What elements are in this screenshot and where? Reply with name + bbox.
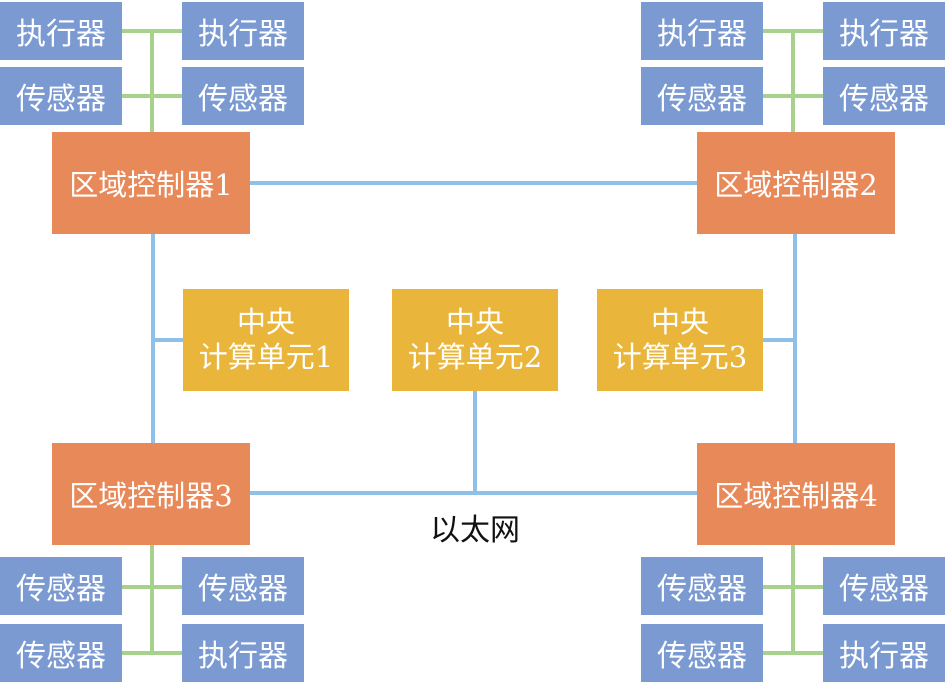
sensor-box: 传感器	[0, 557, 122, 615]
device-link	[763, 94, 823, 98]
ethernet-link-cpu3	[763, 338, 793, 342]
central-unit-1: 中央 计算单元1	[183, 289, 349, 391]
device-link	[763, 651, 823, 655]
actuator-box: 执行器	[823, 624, 945, 682]
ethernet-link-zone1-zone3	[151, 234, 155, 443]
central-unit-1-line2: 计算单元1	[198, 340, 334, 374]
sensor-box: 传感器	[0, 67, 122, 125]
device-link	[122, 651, 182, 655]
zone-controller-1: 区域控制器1	[52, 132, 250, 234]
central-unit-2: 中央 计算单元2	[392, 289, 558, 391]
zone-controller-2: 区域控制器2	[697, 132, 895, 234]
central-unit-3: 中央 计算单元3	[597, 289, 763, 391]
central-unit-3-line2: 计算单元3	[612, 340, 748, 374]
device-bus-bottom-right	[791, 545, 795, 655]
sensor-box: 传感器	[823, 557, 945, 615]
actuator-box: 执行器	[641, 2, 763, 60]
central-unit-1-line1: 中央	[236, 305, 295, 339]
device-link	[122, 29, 182, 33]
sensor-box: 传感器	[182, 67, 304, 125]
actuator-box: 执行器	[823, 2, 945, 60]
central-unit-2-line1: 中央	[445, 305, 504, 339]
sensor-box: 传感器	[0, 624, 122, 682]
zone-controller-4: 区域控制器4	[697, 443, 895, 545]
device-bus-top-left	[150, 30, 154, 132]
sensor-box: 传感器	[641, 557, 763, 615]
ethernet-link-zone2-zone4	[793, 234, 797, 443]
ethernet-link-zone1-zone2	[250, 181, 698, 185]
sensor-box: 传感器	[641, 624, 763, 682]
central-unit-3-line1: 中央	[650, 305, 709, 339]
device-link	[763, 29, 823, 33]
sensor-box: 传感器	[823, 67, 945, 125]
actuator-box: 执行器	[0, 2, 122, 60]
device-bus-bottom-left	[150, 545, 154, 655]
sensor-box: 传感器	[182, 557, 304, 615]
device-link	[122, 585, 182, 589]
ethernet-link-cpu1	[155, 338, 183, 342]
ethernet-link-cpu2	[473, 390, 477, 491]
actuator-box: 执行器	[182, 2, 304, 60]
sensor-box: 传感器	[641, 67, 763, 125]
ethernet-link-zone3-zone4	[250, 491, 698, 495]
device-link	[763, 585, 823, 589]
device-link	[122, 94, 182, 98]
ethernet-label: 以太网	[430, 513, 520, 548]
actuator-box: 执行器	[182, 624, 304, 682]
central-unit-2-line2: 计算单元2	[407, 340, 543, 374]
device-bus-top-right	[791, 30, 795, 132]
zone-controller-3: 区域控制器3	[52, 443, 250, 545]
